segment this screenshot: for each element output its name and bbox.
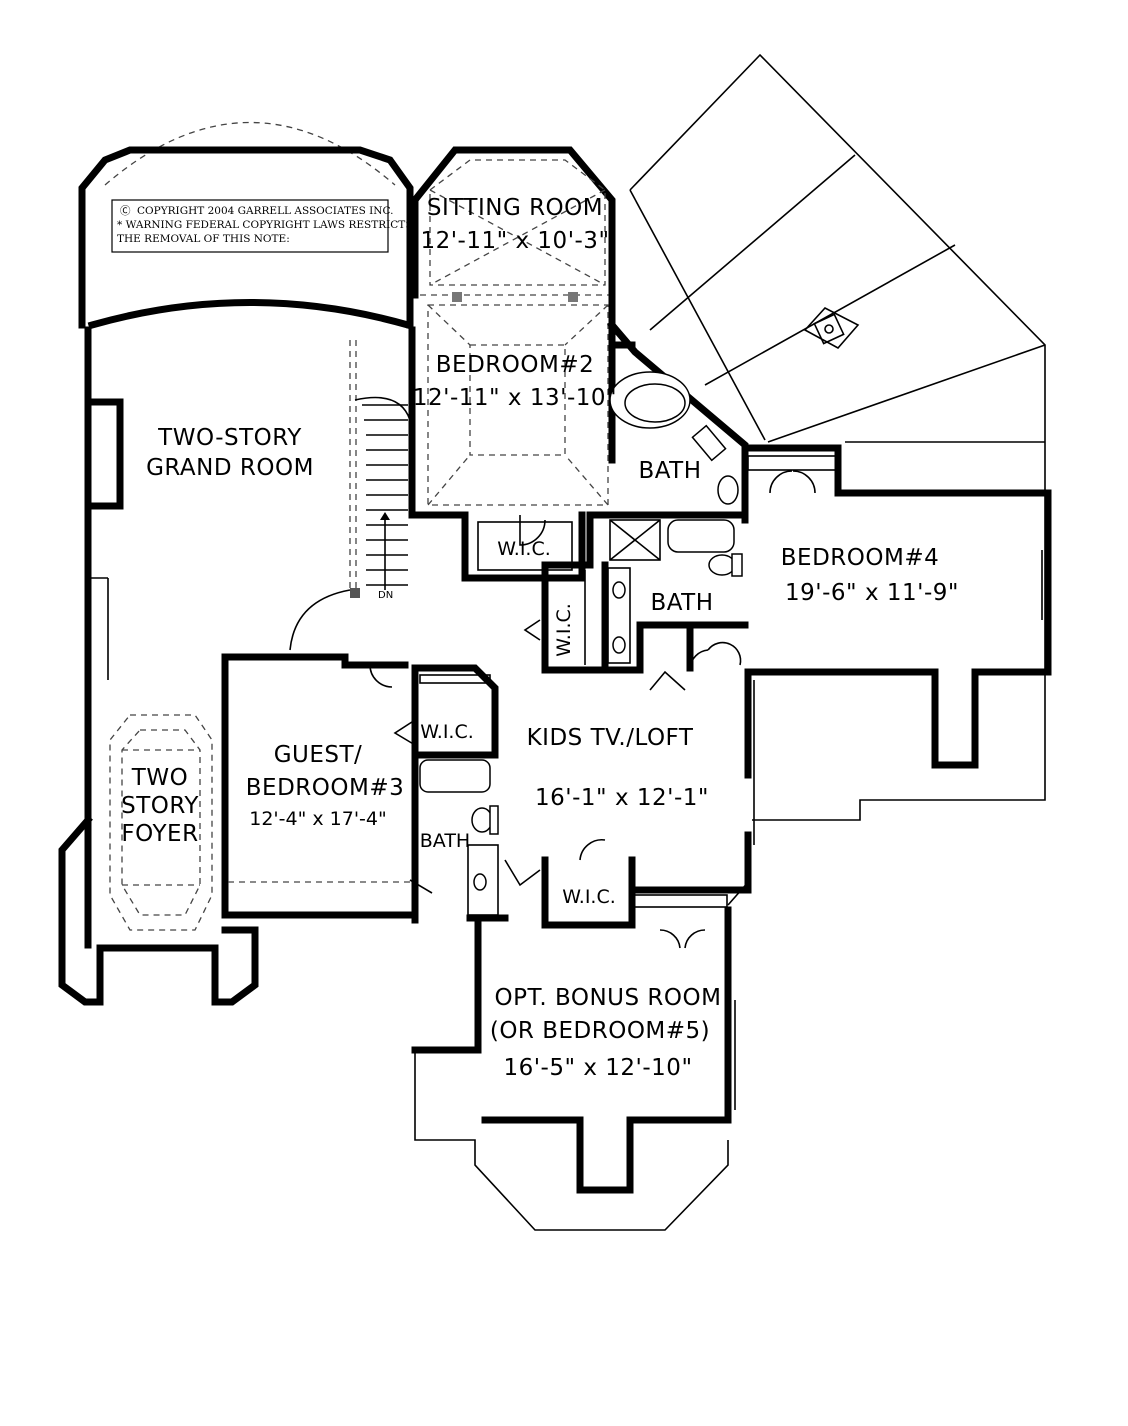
bedroom4-dims: 19'-6" x 11'-9" xyxy=(785,580,959,606)
master-bath-name: BATH xyxy=(638,458,701,484)
kids-loft xyxy=(541,641,742,929)
room-labels: SITTING ROOM 12'-11" x 10'-3" BEDROOM#2 … xyxy=(121,195,959,1081)
grand-room-line1: TWO-STORY xyxy=(157,425,302,451)
stair-down-label: DN xyxy=(378,590,393,601)
sitting-room-name: SITTING ROOM xyxy=(427,195,603,221)
bedroom4-bath xyxy=(523,511,749,674)
bedroom4 xyxy=(628,444,1052,894)
sitting-room-dims: 12'-11" x 10'-3" xyxy=(420,228,609,254)
kids-loft-dims: 16'-1" x 12'-1" xyxy=(535,785,709,811)
chimney-icon xyxy=(803,307,860,350)
bedroom2-suite xyxy=(411,146,616,582)
foyer-line2: STORY xyxy=(121,793,199,819)
stair: DN xyxy=(289,340,411,651)
bedroom2-dims: 12'-11" x 13'-10" xyxy=(413,385,617,411)
bedroom2-name: BEDROOM#2 xyxy=(436,352,594,378)
bonus-room-line1: OPT. BONUS ROOM xyxy=(495,985,722,1011)
foyer-octagon xyxy=(109,714,213,931)
copyright-symbol: Ⓒ xyxy=(120,205,131,217)
bedroom4-name: BEDROOM#4 xyxy=(781,545,939,571)
bonus-room-dims: 16'-5" x 12'-10" xyxy=(503,1055,692,1081)
wic-guest-name: W.I.C. xyxy=(420,721,474,743)
guest-bedroom-dims: 12'-4" x 17'-4" xyxy=(249,808,387,830)
grand-room-bay: Ⓒ COPYRIGHT 2004 GARRELL ASSOCIATES INC.… xyxy=(78,122,414,330)
roof-outline xyxy=(629,53,1046,821)
copyright-line-3: THE REMOVAL OF THIS NOTE: xyxy=(117,233,290,245)
exterior-walls xyxy=(58,326,464,1006)
guest-bedroom-line2: BEDROOM#3 xyxy=(246,775,404,801)
copyright-line-2: * WARNING FEDERAL COPYRIGHT LAWS RESTRIC… xyxy=(117,219,413,231)
master-bath xyxy=(586,320,749,561)
wic-bed2-name: W.I.C. xyxy=(497,538,551,560)
copyright-line-1: COPYRIGHT 2004 GARRELL ASSOCIATES INC. xyxy=(137,205,393,217)
guest-bedroom3 xyxy=(221,653,541,924)
bedroom4-bath-name: BATH xyxy=(650,590,713,616)
bonus-room-line2: (OR BEDROOM#5) xyxy=(490,1018,710,1044)
grand-room-line2: GRAND ROOM xyxy=(146,455,314,481)
bonus-room xyxy=(411,879,751,1231)
wic-loft-name: W.I.C. xyxy=(562,886,616,908)
kids-loft-name: KIDS TV./LOFT xyxy=(527,725,694,751)
wic-vertical-name: W.I.C. xyxy=(553,603,575,657)
guest-bedroom-line1: GUEST/ xyxy=(274,742,363,768)
guest-bath-name: BATH xyxy=(420,830,470,852)
foyer-line3: FOYER xyxy=(121,821,198,847)
foyer-line1: TWO xyxy=(131,765,188,791)
